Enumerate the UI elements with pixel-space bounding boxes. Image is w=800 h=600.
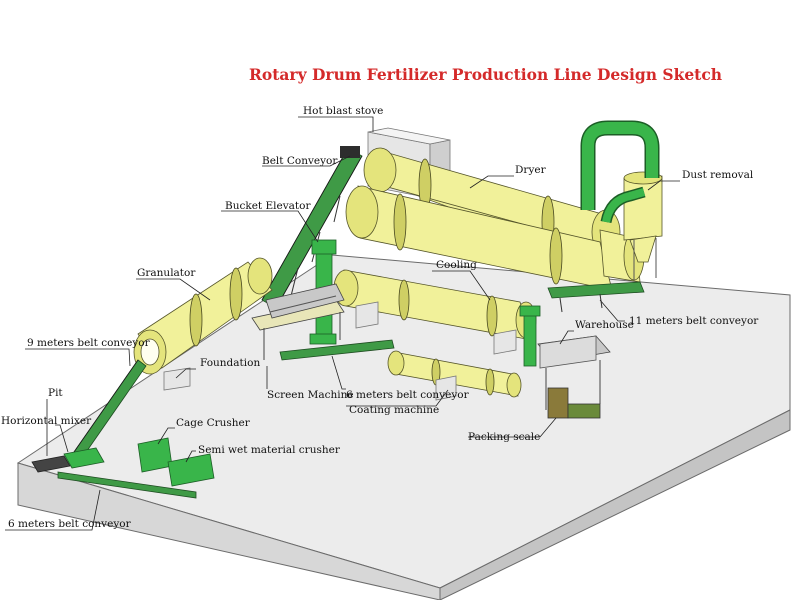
pit <box>31 455 71 473</box>
belt-conveyor-6m-lower <box>57 471 197 499</box>
label-horizontal-mixer: Horizontal mixer <box>1 415 92 427</box>
label-foundation: Foundation <box>200 357 260 369</box>
label-dust-removal: Dust removal <box>682 169 754 181</box>
horizontal-mixer <box>63 447 105 469</box>
leader-lines <box>5 116 680 531</box>
screen-machine <box>251 283 345 360</box>
label-granulator: Granulator <box>137 267 196 279</box>
label-dryer: Dryer <box>515 164 547 176</box>
label-pit: Pit <box>48 387 63 399</box>
label-belt-conveyor: Belt Conveyor <box>262 155 338 167</box>
foundation-blocks <box>163 301 517 401</box>
label-packing-scale: Packing scale <box>468 431 540 443</box>
green-duct <box>580 120 660 224</box>
belt-conveyor-6m-upper <box>279 339 395 361</box>
label-cooling: Cooling <box>436 259 477 271</box>
cooling-elevator <box>519 305 541 367</box>
coating-machine <box>387 350 522 398</box>
label-belt-conveyor-6m-lower: 6 meters belt conveyor <box>8 518 132 530</box>
belt-conveyor-incline <box>261 146 363 309</box>
warehouse <box>537 335 611 410</box>
label-bucket-elevator: Bucket Elevator <box>225 200 311 212</box>
label-belt-conveyor-11m: 11 meters belt conveyor <box>629 315 759 327</box>
label-hot-blast-stove: Hot blast stove <box>303 105 383 117</box>
label-semi-wet-crusher: Semi wet material crusher <box>198 444 341 456</box>
diagram-title: Rotary Drum Fertilizer Production Line D… <box>249 65 722 84</box>
cage-crusher <box>137 437 173 473</box>
label-warehouse: Warehouse <box>575 319 634 331</box>
dryer-drum-lower <box>345 185 645 291</box>
packing-scale <box>547 387 601 419</box>
label-belt-conveyor-9m: 9 meters belt conveyor <box>27 337 151 349</box>
semi-wet-crusher <box>167 453 215 487</box>
label-belt-conveyor-6m-upper: 6 meters belt conveyor <box>346 389 470 401</box>
label-coating-machine: Coating machine <box>349 404 439 416</box>
label-cage-crusher: Cage Crusher <box>176 417 251 429</box>
label-screen-machine: Screen Machine <box>267 389 354 401</box>
